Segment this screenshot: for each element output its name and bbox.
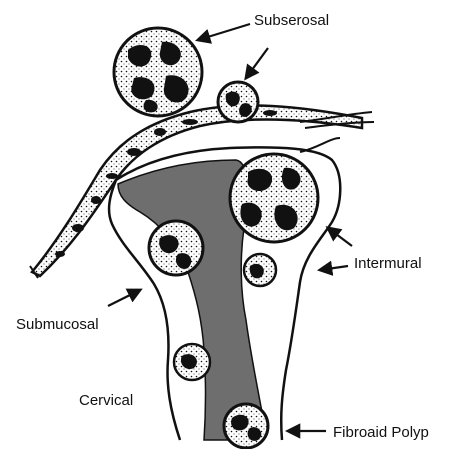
arrow-icon	[108, 290, 140, 306]
arrow-icon	[328, 228, 352, 246]
arrow-icon	[320, 266, 348, 270]
fibroid-intermural-large	[230, 154, 318, 242]
label-intermural: Intermural	[354, 256, 422, 271]
fibroid-cervical	[174, 344, 210, 380]
arrow-icon	[246, 48, 268, 78]
fibroid-subserosal-small	[218, 82, 258, 122]
label-cervical: Cervical	[79, 393, 133, 408]
label-fibroid-polyp: Fibroaid Polyp	[333, 425, 429, 440]
fibroid-polyp	[224, 404, 268, 448]
label-submucosal: Submucosal	[16, 317, 99, 332]
fibroid-submucosal	[149, 221, 203, 275]
fibroid-subserosal-large	[114, 28, 202, 116]
arrow-icon	[198, 24, 250, 40]
label-subserosal: Subserosal	[254, 13, 329, 28]
fibroid-intermural-small	[244, 254, 276, 286]
